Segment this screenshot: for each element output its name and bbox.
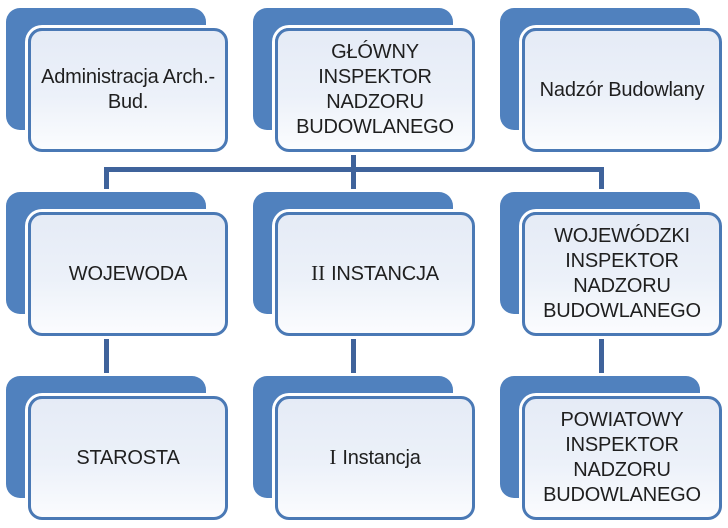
node-front-panel: GŁÓWNY INSPEKTOR NADZORU BUDOWLANEGO <box>275 28 475 152</box>
node-label-text: Instancja <box>342 447 421 469</box>
node-front-panel: STAROSTA <box>28 396 228 520</box>
node-glowny-inspektor-nadzoru-budowlanego: GŁÓWNY INSPEKTOR NADZORU BUDOWLANEGO <box>253 8 475 152</box>
connector-ii-i-instancja <box>351 300 356 400</box>
node-label: Administracja Arch.-Bud. <box>41 66 215 113</box>
node-powiatowy-inspektor-nadzoru-budowlanego: POWIATOWY INSPEKTOR NADZORU BUDOWLANEGO <box>500 376 722 520</box>
node-front-panel: Administracja Arch.-Bud. <box>28 28 228 152</box>
roman-numeral: I <box>329 445 337 469</box>
node-label-text: INSTANCJA <box>331 263 439 285</box>
connector-drop-left <box>104 167 109 195</box>
node-label: WOJEWÓDZKI INSPEKTOR NADZORU BUDOWLANEGO <box>543 225 701 322</box>
connector-drop-center <box>351 167 356 195</box>
connector-wojewoda-starosta <box>104 300 109 400</box>
node-label: STAROSTA <box>76 446 180 469</box>
connector-wojewodzki-powiatowy <box>599 300 604 400</box>
node-front-panel: WOJEWÓDZKI INSPEKTOR NADZORU BUDOWLANEGO <box>522 212 722 336</box>
node-label: POWIATOWY INSPEKTOR NADZORU BUDOWLANEGO <box>543 409 701 506</box>
node-front-panel: Nadzór Budowlany <box>522 28 722 152</box>
connector-drop-right <box>599 167 604 195</box>
node-nadzor-budowlany: Nadzór Budowlany <box>500 8 722 152</box>
node-front-panel: WOJEWODA <box>28 212 228 336</box>
node-starosta: STAROSTA <box>6 376 228 520</box>
node-label: WOJEWODA <box>68 262 188 285</box>
node-front-panel: POWIATOWY INSPEKTOR NADZORU BUDOWLANEGO <box>522 396 722 520</box>
node-label: GŁÓWNY INSPEKTOR NADZORU BUDOWLANEGO <box>296 41 454 138</box>
node-wojewodzki-inspektor-nadzoru-budowlanego: WOJEWÓDZKI INSPEKTOR NADZORU BUDOWLANEGO <box>500 192 722 336</box>
node-label: Nadzór Budowlany <box>539 78 705 101</box>
node-administracja-arch-bud: Administracja Arch.-Bud. <box>6 8 228 152</box>
roman-numeral: II <box>311 261 326 285</box>
node-wojewoda: WOJEWODA <box>6 192 228 336</box>
